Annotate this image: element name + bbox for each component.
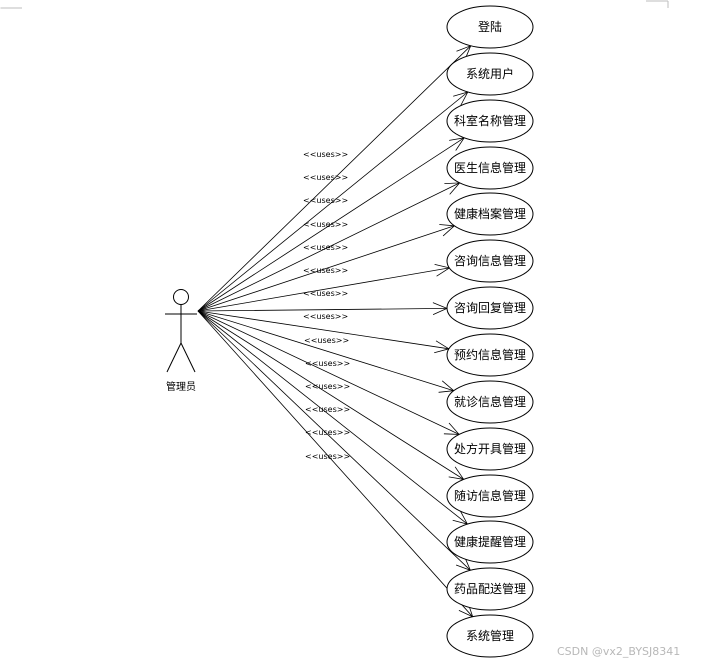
stereotype-label: <<uses>> <box>305 428 350 437</box>
association-line <box>197 182 460 312</box>
use-case: 就诊信息管理 <box>446 380 534 424</box>
use-case-label: 就诊信息管理 <box>454 394 526 409</box>
use-case-label: 系统用户 <box>466 66 514 81</box>
use-case-label: 药品配送管理 <box>454 581 526 596</box>
association-line <box>197 225 455 312</box>
use-case-label: 咨询回复管理 <box>454 300 526 315</box>
association-line <box>197 310 464 480</box>
use-case-ellipse <box>446 5 534 49</box>
use-case: 系统用户 <box>446 52 534 96</box>
use-case-label: 处方开具管理 <box>454 441 526 456</box>
use-case-label: 医生信息管理 <box>454 160 526 175</box>
use-case: 预约信息管理 <box>446 333 534 377</box>
use-case-label: 随访信息管理 <box>454 488 526 503</box>
association-line <box>197 310 454 392</box>
associations <box>197 45 474 618</box>
stereotype-label: <<uses>> <box>305 359 350 368</box>
association <box>197 310 472 571</box>
stereotype-label: <<uses>> <box>305 452 350 461</box>
stereotype-label: <<uses>> <box>303 150 348 159</box>
actor <box>165 289 197 373</box>
use-case-ellipse <box>446 520 534 564</box>
use-case-ellipse <box>446 52 534 96</box>
use-case-ellipse <box>446 474 534 518</box>
use-case-label: 健康提醒管理 <box>454 534 526 549</box>
use-case-ellipse <box>446 380 534 424</box>
association-line <box>197 310 468 525</box>
use-case-label: 系统管理 <box>466 628 514 643</box>
stereotype-label: <<uses>> <box>303 196 348 205</box>
use-case-ellipse <box>446 146 534 190</box>
use-case: 医生信息管理 <box>446 146 534 190</box>
use-case-label: 咨询信息管理 <box>454 253 526 268</box>
use-case: 健康档案管理 <box>446 192 534 236</box>
use-case: 咨询回复管理 <box>446 286 534 330</box>
stereotype-label: <<uses>> <box>304 336 349 345</box>
use-case-ellipse <box>446 192 534 236</box>
use-cases: 登陆系统用户科室名称管理医生信息管理健康档案管理咨询信息管理咨询回复管理预约信息… <box>446 5 534 658</box>
association-line <box>197 308 448 312</box>
stereotype-label: <<uses>> <box>303 312 348 321</box>
stereotype-label: <<uses>> <box>303 243 348 252</box>
page-corner-marks <box>0 0 669 9</box>
use-case: 科室名称管理 <box>446 99 534 143</box>
actor-right-leg <box>180 342 196 373</box>
use-case: 处方开具管理 <box>446 427 534 471</box>
use-case: 随访信息管理 <box>446 474 534 518</box>
association-line <box>197 310 471 571</box>
use-case: 系统管理 <box>446 614 534 658</box>
association-line <box>197 267 450 312</box>
stereotype-label: <<uses>> <box>305 382 350 391</box>
association-line <box>197 137 465 312</box>
stereotype-label: <<uses>> <box>303 173 348 182</box>
actor-label: 管理员 <box>166 380 196 393</box>
use-case-label: 登陆 <box>478 19 502 34</box>
use-case: 药品配送管理 <box>446 567 534 611</box>
use-case-ellipse <box>446 333 534 377</box>
use-case-label: 预约信息管理 <box>454 347 526 362</box>
actor-left-leg <box>166 342 182 373</box>
use-case-ellipse <box>446 614 534 658</box>
association <box>197 310 455 393</box>
stereotype-label: <<uses>> <box>303 289 348 298</box>
watermark: CSDN @vx2_BYSJ8341 <box>557 645 680 658</box>
association-line <box>197 310 460 435</box>
use-case: 健康提醒管理 <box>446 520 534 564</box>
stereotype-label: <<uses>> <box>303 266 348 275</box>
association-line <box>197 45 471 312</box>
actor-head <box>173 289 189 305</box>
use-case: 咨询信息管理 <box>446 239 534 283</box>
open-arrowhead <box>444 182 461 195</box>
stereotype-labels: <<uses>> <<uses>> <<uses>> <<uses>> <<uses>>… <box>303 150 350 461</box>
association-line <box>197 91 469 312</box>
association-line <box>197 310 473 618</box>
association-line <box>197 310 449 350</box>
association <box>197 310 461 435</box>
use-case-ellipse <box>446 427 534 471</box>
stereotype-label: <<uses>> <box>303 220 348 229</box>
use-case-ellipse <box>446 239 534 283</box>
stereotype-label: <<uses>> <box>305 405 350 414</box>
use-case-ellipse <box>446 99 534 143</box>
use-case-label: 健康档案管理 <box>454 206 526 221</box>
association <box>197 310 474 618</box>
use-case-ellipse <box>446 286 534 330</box>
use-case: 登陆 <box>446 5 534 49</box>
use-case-ellipse <box>446 567 534 611</box>
use-case-label: 科室名称管理 <box>454 113 526 128</box>
